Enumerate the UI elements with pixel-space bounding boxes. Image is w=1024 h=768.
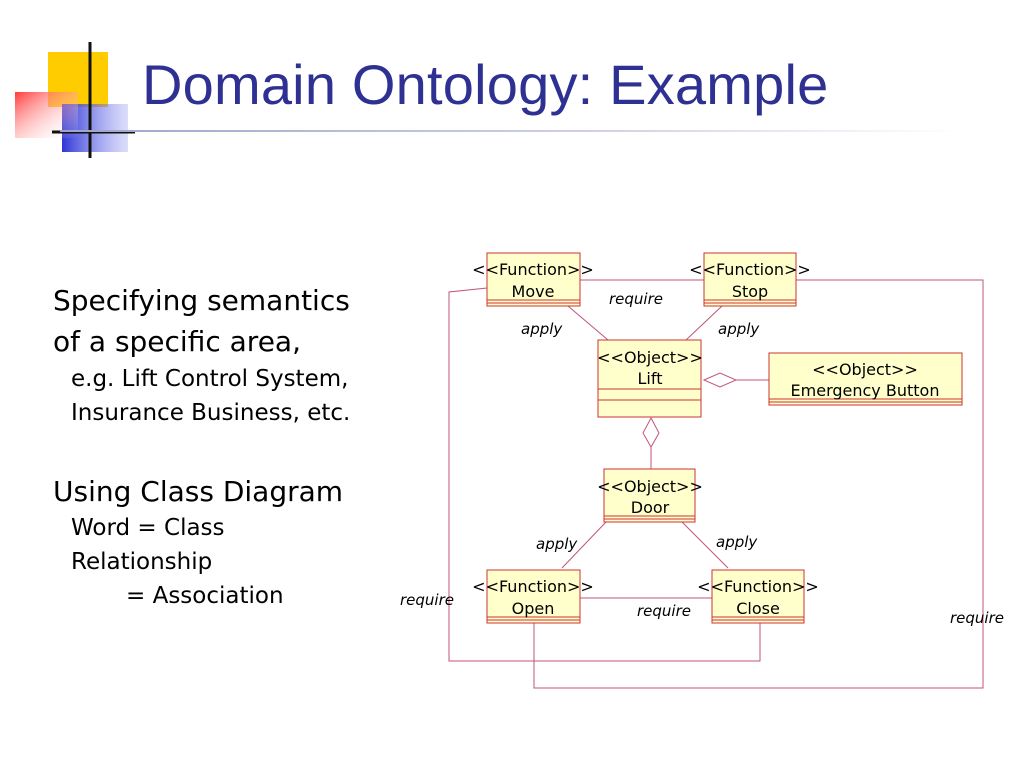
label-require-left: require bbox=[400, 591, 454, 609]
emergency-stereotype: <<Object>> bbox=[812, 360, 918, 379]
aggregation-diamond-door bbox=[642, 416, 660, 449]
move-name: Move bbox=[512, 282, 555, 301]
stop-stereotype: <<Function>> bbox=[689, 260, 811, 279]
slide-logo bbox=[15, 42, 135, 158]
close-stereotype: <<Function>> bbox=[697, 577, 819, 596]
door-stereotype: <<Object>> bbox=[597, 477, 703, 496]
move-stereotype: <<Function>> bbox=[472, 260, 594, 279]
class-box-door bbox=[603, 468, 696, 523]
class-box-open bbox=[486, 569, 581, 624]
bullet-1-sub-1: e.g. Lift Control System, bbox=[71, 366, 349, 392]
aggregation-diamond-emergency bbox=[702, 372, 738, 388]
label-apply-move-lift: apply bbox=[521, 320, 563, 338]
open-stereotype: <<Function>> bbox=[472, 577, 594, 596]
emergency-name: Emergency Button bbox=[791, 381, 940, 400]
bullet-1-sub-2: Insurance Business, etc. bbox=[71, 400, 351, 426]
bullet-2-sub-1: Word = Class bbox=[71, 515, 225, 541]
slide-title: Domain Ontology: Example bbox=[142, 53, 829, 116]
open-name: Open bbox=[512, 599, 555, 618]
bullet-2-line-1: Using Class Diagram bbox=[53, 475, 344, 508]
edge-require-left bbox=[448, 287, 761, 662]
edge-require-right bbox=[533, 279, 984, 689]
close-name: Close bbox=[736, 599, 780, 618]
class-box-move bbox=[486, 252, 581, 307]
bullet-1-line-2: of a specific area, bbox=[53, 325, 301, 358]
class-box-lift bbox=[597, 339, 702, 418]
class-box-emergency-button bbox=[768, 352, 963, 406]
title-divider bbox=[60, 130, 960, 132]
edge-door-close bbox=[681, 521, 729, 569]
lift-name: Lift bbox=[638, 369, 663, 388]
label-apply-stop-lift: apply bbox=[718, 320, 760, 338]
stop-name: Stop bbox=[732, 282, 768, 301]
door-name: Door bbox=[631, 498, 670, 517]
bullet-1-line-1: Specifying semantics bbox=[53, 284, 350, 317]
lift-stereotype: <<Object>> bbox=[597, 348, 703, 367]
label-require-right: require bbox=[950, 609, 1004, 627]
label-apply-door-close: apply bbox=[716, 533, 758, 551]
edge-door-open bbox=[561, 521, 607, 569]
bullet-2-sub-3: = Association bbox=[126, 583, 284, 609]
bullet-2-sub-2: Relationship bbox=[71, 549, 213, 575]
label-require-open-close: require bbox=[637, 602, 691, 620]
edge-stop-lift bbox=[685, 305, 723, 341]
label-require-move-stop: require bbox=[609, 290, 663, 308]
edge-move-lift bbox=[567, 305, 609, 341]
label-apply-door-open: apply bbox=[536, 535, 578, 553]
class-box-close bbox=[711, 569, 805, 624]
class-box-stop bbox=[703, 252, 797, 307]
